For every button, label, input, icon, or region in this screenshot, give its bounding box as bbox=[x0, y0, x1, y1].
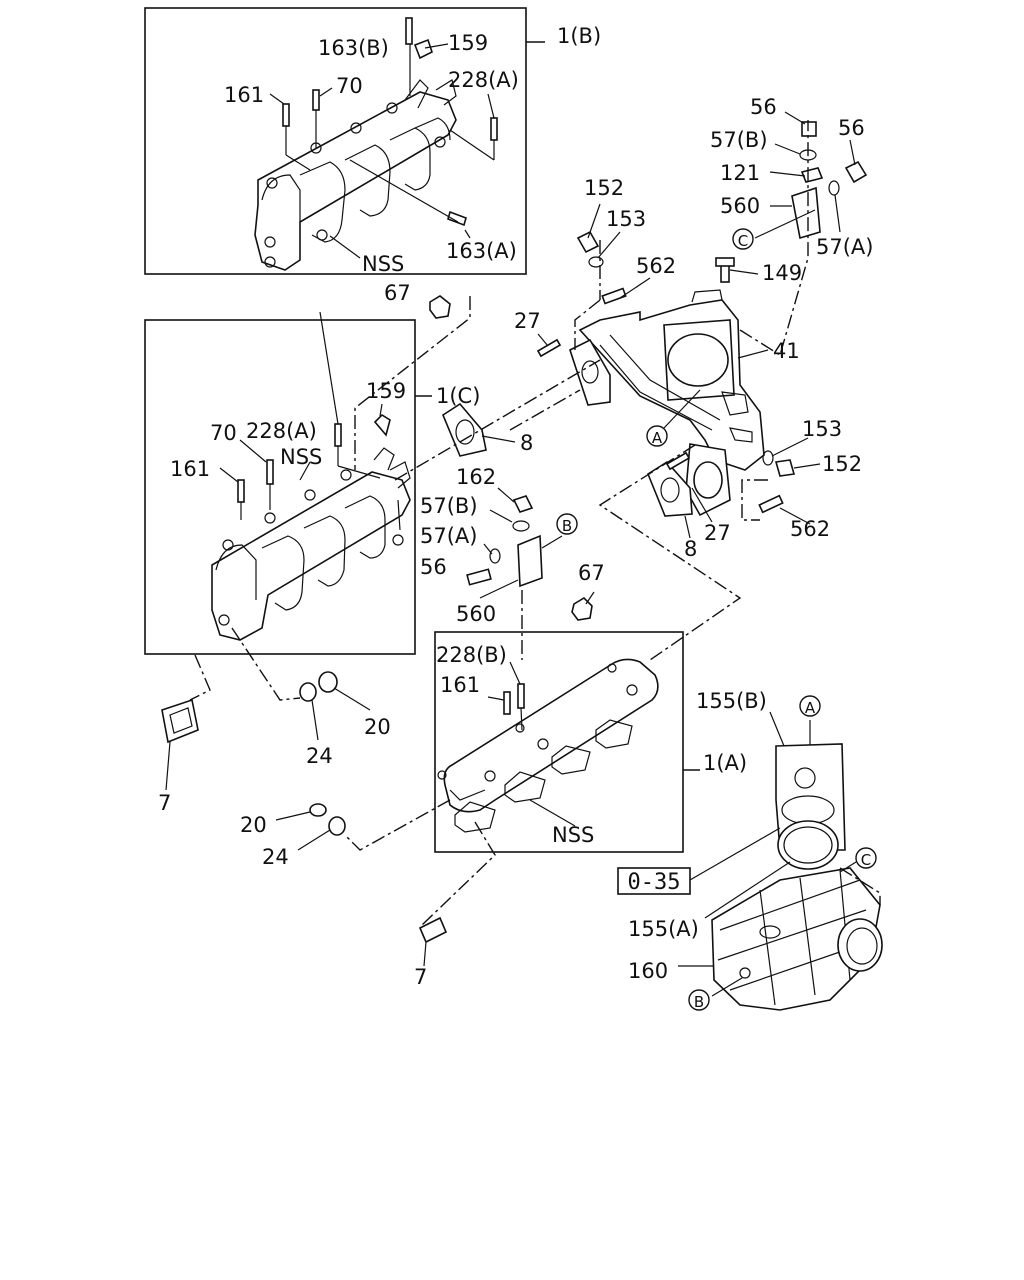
ring-155a bbox=[777, 820, 839, 870]
label-149: 149 bbox=[762, 261, 802, 285]
inset-frame-1a bbox=[434, 631, 684, 853]
label-nss-mid: NSS bbox=[280, 445, 322, 469]
label-8-lower: 8 bbox=[684, 537, 697, 561]
label-161-top: 161 bbox=[224, 83, 264, 107]
label-70-top: 70 bbox=[336, 74, 363, 98]
gasket-8-lower bbox=[647, 460, 693, 517]
label-562-top: 562 bbox=[636, 254, 676, 278]
label-41: 41 bbox=[773, 339, 800, 363]
label-1a: 1(A) bbox=[703, 751, 747, 775]
callout-b-bottom: B bbox=[688, 989, 710, 1011]
label-70-mid: 70 bbox=[210, 421, 237, 445]
label-24-bottom: 24 bbox=[262, 845, 289, 869]
label-20-bottom: 20 bbox=[240, 813, 267, 837]
label-67-mid: 67 bbox=[578, 561, 605, 585]
label-27-mid: 27 bbox=[704, 521, 731, 545]
label-228b: 228(B) bbox=[436, 643, 507, 667]
label-7-bottom: 7 bbox=[414, 965, 427, 989]
label-56-b: 56 bbox=[838, 116, 865, 140]
air-box-160 bbox=[711, 867, 883, 1011]
label-57b-mid: 57(B) bbox=[420, 494, 478, 518]
label-162: 162 bbox=[456, 465, 496, 489]
label-228a-top: 228(A) bbox=[448, 68, 519, 92]
label-nss-bottom: NSS bbox=[552, 823, 594, 847]
label-56-a: 56 bbox=[750, 95, 777, 119]
label-57b-top: 57(B) bbox=[710, 128, 768, 152]
label-153-top: 153 bbox=[606, 207, 646, 231]
gasket-7-left bbox=[161, 698, 199, 744]
callout-a-center: A bbox=[646, 425, 668, 447]
label-153-right: 153 bbox=[802, 417, 842, 441]
inset-frame-1b bbox=[144, 7, 527, 275]
label-152-right: 152 bbox=[822, 452, 862, 476]
label-121: 121 bbox=[720, 161, 760, 185]
label-562-right: 562 bbox=[790, 517, 830, 541]
label-155a: 155(A) bbox=[628, 917, 699, 941]
label-161-mid: 161 bbox=[170, 457, 210, 481]
svg-text:C: C bbox=[738, 232, 748, 250]
svg-text:C: C bbox=[861, 851, 871, 869]
svg-text:A: A bbox=[652, 429, 663, 447]
reference-box-0-35: 0-35 bbox=[617, 867, 691, 895]
label-228a-mid: 228(A) bbox=[246, 419, 317, 443]
svg-text:B: B bbox=[694, 993, 704, 1011]
label-159-mid: 159 bbox=[366, 379, 406, 403]
svg-text:B: B bbox=[562, 517, 572, 535]
label-67-top: 67 bbox=[384, 281, 411, 305]
label-160: 160 bbox=[628, 959, 668, 983]
label-155b: 155(B) bbox=[696, 689, 767, 713]
label-560-mid: 560 bbox=[456, 602, 496, 626]
label-nss-top: NSS bbox=[362, 252, 404, 276]
intake-manifold-1c bbox=[211, 447, 411, 641]
exhaust-manifold-1a bbox=[437, 658, 659, 833]
label-7-left: 7 bbox=[158, 791, 171, 815]
inset-frame-1c bbox=[144, 319, 416, 655]
callout-c-upper: C bbox=[732, 228, 754, 250]
label-1c: 1(C) bbox=[436, 384, 480, 408]
svg-text:A: A bbox=[805, 699, 816, 717]
svg-text:0-35: 0-35 bbox=[628, 870, 681, 895]
label-1b: 1(B) bbox=[557, 24, 601, 48]
label-56-mid: 56 bbox=[420, 555, 447, 579]
label-163a: 163(A) bbox=[446, 239, 517, 263]
callout-a-right: A bbox=[799, 695, 821, 717]
bracket-560-upper bbox=[791, 186, 821, 240]
callout-c-right: C bbox=[855, 847, 877, 869]
label-57a-mid: 57(A) bbox=[420, 524, 477, 548]
label-8-upper: 8 bbox=[520, 431, 533, 455]
label-161-bottom: 161 bbox=[440, 673, 480, 697]
label-152-top: 152 bbox=[584, 176, 624, 200]
label-560-top: 560 bbox=[720, 194, 760, 218]
gasket-7-bottom bbox=[418, 916, 448, 944]
label-57a-top: 57(A) bbox=[816, 235, 873, 259]
bracket-560-lower bbox=[517, 534, 543, 588]
callout-b-center: B bbox=[556, 513, 578, 535]
intake-pipe-41 bbox=[578, 289, 765, 517]
label-20-right: 20 bbox=[364, 715, 391, 739]
gasket-8-upper bbox=[442, 402, 487, 457]
label-159-top: 159 bbox=[448, 31, 488, 55]
label-24-right: 24 bbox=[306, 744, 333, 768]
label-27-top: 27 bbox=[514, 309, 541, 333]
label-163b: 163(B) bbox=[318, 36, 389, 60]
